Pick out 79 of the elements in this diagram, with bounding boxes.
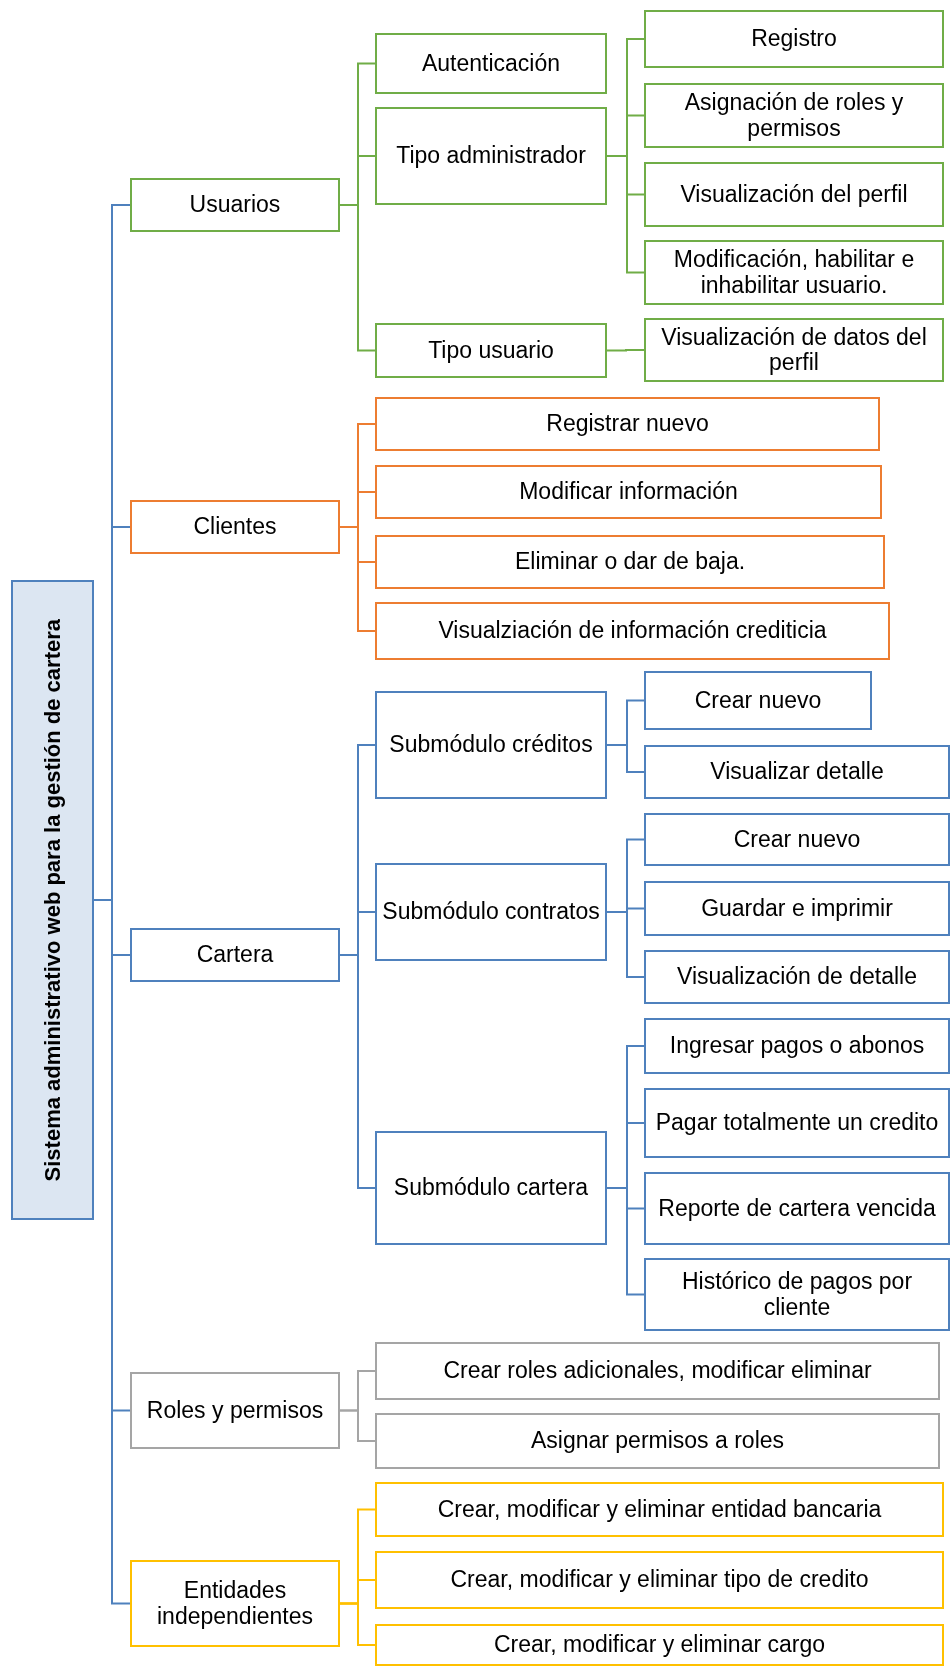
module-box xyxy=(375,323,607,378)
module-box xyxy=(644,83,944,148)
module-box xyxy=(375,691,607,799)
module-label: Eliminar o dar de baja. xyxy=(514,549,746,575)
module-label: Ingresar pagos o abonos xyxy=(669,1033,925,1059)
module-box xyxy=(644,950,950,1004)
module-box xyxy=(644,671,872,730)
module-box xyxy=(375,1413,940,1469)
module-label: Usuarios xyxy=(189,192,281,218)
module-box xyxy=(644,240,944,305)
module-box xyxy=(375,1551,944,1609)
connector-line xyxy=(606,911,645,978)
module-box xyxy=(375,602,890,660)
module-label: Visualziación de información crediticia xyxy=(438,618,827,644)
module-label: Asignación de roles y permisos xyxy=(683,90,905,141)
module-label: Visualización del perfil xyxy=(680,181,908,208)
module-box xyxy=(130,1372,340,1449)
module-label: Submódulo cartera xyxy=(393,1175,589,1201)
module-label: Modificar información xyxy=(519,479,738,505)
module-label: Tipo administrador xyxy=(396,143,586,169)
module-box xyxy=(375,397,880,451)
module-label: Pagar totalmente un credito xyxy=(655,1110,939,1136)
module-label: Registro xyxy=(751,26,837,52)
connector-line xyxy=(339,204,376,352)
connector-line xyxy=(606,744,645,773)
module-box xyxy=(644,1018,950,1074)
module-label: Clientes xyxy=(193,514,277,540)
module-box xyxy=(644,1172,950,1245)
module-box xyxy=(130,1560,340,1647)
module-box xyxy=(644,162,944,227)
module-label: Crear, modificar y eliminar cargo xyxy=(493,1632,826,1658)
module-label: Registrar nuevo xyxy=(546,411,709,437)
module-label: Reporte de cartera vencida xyxy=(658,1195,936,1222)
module-box xyxy=(644,813,950,866)
module-box xyxy=(375,535,885,589)
connector-line xyxy=(339,954,376,1189)
connector-line xyxy=(606,155,645,274)
module-label: Histórico de pagos por cliente xyxy=(680,1269,914,1320)
module-label: Crear nuevo xyxy=(694,687,822,714)
module-label: Visualización de datos del perfil xyxy=(660,324,928,376)
connector-line xyxy=(339,1602,376,1646)
module-label: Crear roles adicionales, modificar eliminar xyxy=(443,1358,872,1384)
module-box xyxy=(375,1624,944,1666)
module-label: Submódulo contratos xyxy=(382,899,600,925)
module-label: Autenticación xyxy=(421,50,561,77)
module-box xyxy=(130,178,340,232)
module-box xyxy=(130,928,340,982)
connector-line xyxy=(339,526,376,632)
module-box xyxy=(130,500,340,554)
module-box xyxy=(375,1342,940,1400)
module-label: Submódulo créditos xyxy=(389,732,593,758)
connector-line xyxy=(606,349,645,352)
module-box xyxy=(644,1088,950,1158)
module-label: Modificación, habilitar e inhabilitar usuario. xyxy=(672,247,916,298)
module-box xyxy=(644,318,944,382)
module-box xyxy=(644,881,950,936)
module-box xyxy=(375,33,607,94)
module-box xyxy=(644,1258,950,1331)
module-label: Visualizar detalle xyxy=(710,759,884,785)
module-label: Asignar permisos a roles xyxy=(530,1428,785,1454)
module-label: Roles y permisos xyxy=(146,1397,324,1424)
module-label: Crear nuevo xyxy=(733,826,861,853)
module-label: Tipo usuario xyxy=(428,337,554,364)
connector-line xyxy=(339,1409,376,1442)
module-box xyxy=(375,107,607,205)
root-title: Sistema administrativo web para la gestión de cartera xyxy=(39,618,66,1182)
module-label: Crear, modificar y eliminar tipo de credito xyxy=(450,1567,869,1593)
module-box xyxy=(644,10,944,68)
module-box xyxy=(375,1482,944,1537)
module-box xyxy=(644,745,950,799)
module-label: Cartera xyxy=(196,942,274,968)
module-box xyxy=(375,863,607,961)
module-label: Entidades independientes xyxy=(156,1578,314,1629)
module-label: Guardar e imprimir xyxy=(701,895,893,922)
module-label: Visualización de detalle xyxy=(677,964,917,990)
module-box xyxy=(375,1131,607,1245)
module-label: Crear, modificar y eliminar entidad bancaria xyxy=(437,1496,882,1523)
module-box xyxy=(375,465,882,519)
root-box xyxy=(11,580,94,1220)
